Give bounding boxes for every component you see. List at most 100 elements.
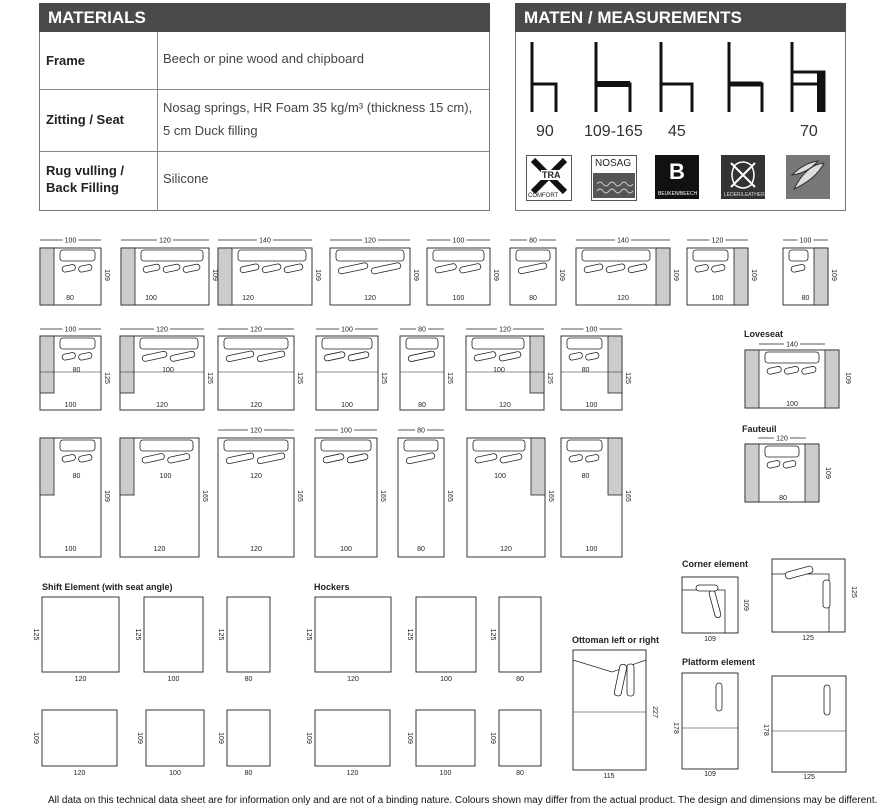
beech-icon: B BEUKEN/BEECH [655,155,699,199]
materials-row-seat: Zitting / Seat Nosag springs, HR Foam 35… [40,89,489,151]
seat-cushion [225,452,255,464]
dimension-bottom: 100 [145,295,157,302]
badge-text: NOSAG [595,158,632,169]
hockers-label: Hockers [314,582,350,592]
dimension-bottom: 100 [340,546,352,553]
dimension-bottom: 120 [250,402,262,409]
dimension-side: 165 [624,490,631,502]
dimension-bottom: 80 [516,676,524,683]
module-outline [39,247,102,306]
sofa-module [466,437,546,558]
back-cushion [566,439,603,452]
seat-cushion [790,264,806,273]
dimension-bottom: 100 [586,546,598,553]
seat-cushion [78,352,93,361]
seat-cushion [78,264,93,273]
seat-cushion [568,352,583,361]
seat-cushion [708,589,722,619]
dimension-bottom: 100 [453,295,465,302]
dimension-inner: 100 [493,367,505,374]
dimension-side: 125 [134,629,141,641]
dimension-bottom: 120 [154,546,166,553]
seat-cushion [499,453,523,464]
back-cushion [788,249,809,262]
chair-armrest-icon [790,42,826,112]
dimension-inner: 120 [250,473,262,480]
seat-cushion [141,453,165,464]
seat-cushion [78,454,93,463]
seat-cushions [764,351,820,375]
back-cushion [432,249,485,262]
dimension-bottom: 125 [803,774,815,781]
seat-cushion [225,350,255,362]
sofa-module [560,437,623,558]
module-outline [744,349,840,409]
seat-cushion [585,454,600,463]
chair-depth-icon [594,42,632,112]
seat-cushion [407,350,436,362]
seat-cushion [695,584,719,592]
sofa-module [315,335,379,411]
armrest [824,349,840,409]
dimension-bottom: 100 [169,770,181,777]
dimension-bottom: 100 [65,402,77,409]
corner-cushion [682,589,726,633]
dimension-top: 120 [250,327,262,334]
materials-table: Frame Beech or pine wood and chipboard Z… [39,32,490,211]
armrest [607,335,623,394]
back-cushion [471,337,525,350]
back-cushion [59,439,96,452]
seat-cushion [498,351,522,362]
seat-cushion [61,352,76,361]
dimension-top: 140 [786,342,798,349]
armrest [607,437,623,496]
dimension-side: 125 [296,372,303,384]
sofa-module [744,443,820,503]
feather-icon [786,155,830,199]
dimension-top: 140 [259,238,271,245]
back-cushion [403,439,439,452]
seat-cushion [694,264,709,273]
dimension-side: 125 [32,629,39,641]
seat-cushions [471,337,525,362]
seat-cushion [585,352,600,361]
measurement-value: 90 [536,123,554,140]
back-cushion [139,439,194,452]
seat-cushion [766,366,782,375]
seat-cushion [627,263,648,274]
dimension-side: 125 [103,372,110,384]
seat-cushion [583,263,604,274]
seat-cushion [405,452,436,465]
dimension-bottom: 100 [712,295,724,302]
dimension-top: 120 [776,436,788,443]
dimension-inner: 100 [160,473,172,480]
dimension-top: 120 [364,238,376,245]
dimension-bottom: 100 [341,402,353,409]
sofa-module [39,335,102,411]
dimension-inner: 80 [582,473,590,480]
armrest [804,443,820,503]
dimension-top: 100 [65,327,77,334]
module-outline [575,247,671,306]
seat-cushions [223,439,289,464]
loveseat-label: Loveseat [744,329,784,339]
seat-cushion [784,366,800,375]
armrest [529,335,545,394]
fauteuil-label: Fauteuil [742,424,777,434]
seat-cushion [370,262,402,275]
module-outline [120,247,210,306]
sofa-module [686,247,749,306]
sofa-module [744,349,840,409]
dimension-bottom: 80 [779,495,787,502]
dimension-side: 109 [406,732,413,744]
module-outline [560,437,623,558]
sofa-module [120,247,210,306]
seat-cushions [403,439,439,465]
dimension-side: 125 [206,372,213,384]
dimension-top: 120 [250,428,262,435]
module-outline [509,247,557,306]
sofa-module [575,247,671,306]
seat-cushions [223,337,289,362]
dimension-side: 109 [103,269,110,281]
back-cushion [237,249,307,262]
